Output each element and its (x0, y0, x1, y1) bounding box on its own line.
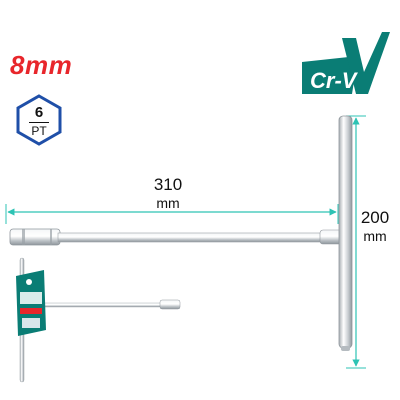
six-point-badge: 6 PT (16, 94, 62, 146)
packaged-product-image (16, 257, 181, 383)
crv-material-badge: Cr-V (298, 28, 390, 98)
crv-badge-label: Cr-V (310, 68, 359, 93)
length-unit: mm (156, 195, 180, 211)
size-label: 8mm (10, 50, 73, 80)
height-unit: mm (363, 228, 387, 244)
height-dimension-label: 200 mm (354, 208, 396, 246)
point-divider (29, 121, 49, 124)
t-wrench-main (9, 115, 353, 351)
t-handle-bar (338, 115, 353, 349)
socket-head (9, 228, 61, 246)
length-value: 310 (153, 175, 183, 194)
point-count: 6 (34, 103, 44, 121)
point-unit: PT (31, 124, 47, 139)
height-value: 200 (360, 208, 390, 227)
wrench-shaft (57, 232, 341, 243)
hex-outline-icon (16, 94, 62, 146)
crv-badge-shape: Cr-V (302, 32, 390, 94)
length-dimension-line (5, 204, 339, 224)
length-dimension-label: 310 mm (148, 175, 188, 213)
